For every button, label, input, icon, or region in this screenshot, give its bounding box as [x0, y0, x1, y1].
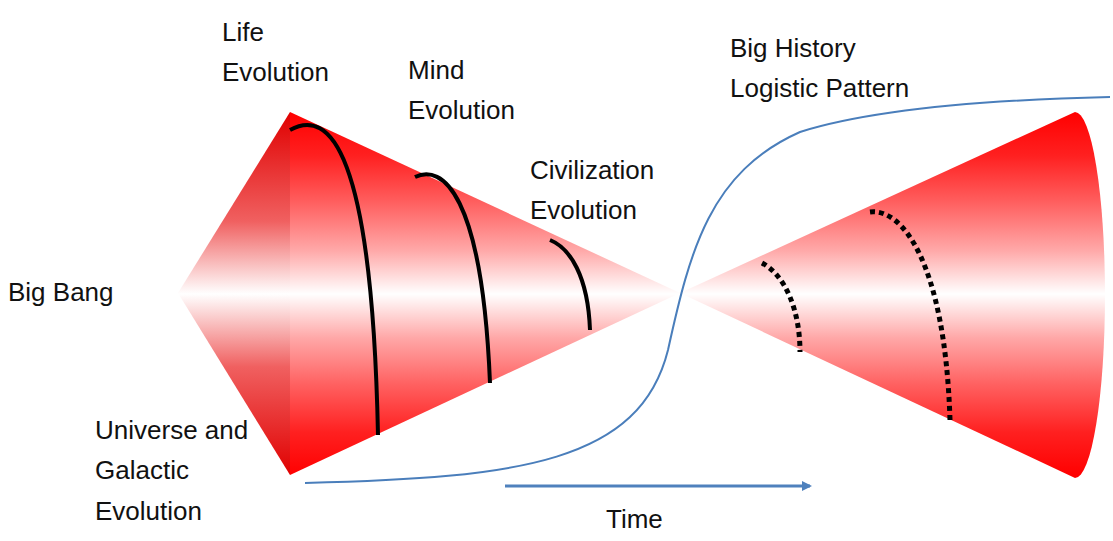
civilization-arc	[550, 240, 590, 330]
stage-label: Life Evolution	[222, 12, 352, 93]
future-arc	[870, 212, 950, 420]
origin-label: Big Bang	[8, 272, 168, 312]
stage-label: Civilization Evolution	[530, 150, 680, 231]
logistic-curve	[305, 97, 1110, 483]
stage-label: Universe and Galactic Evolution	[95, 410, 270, 531]
left-cone	[290, 112, 680, 475]
future-arc	[762, 263, 800, 352]
stage-label: Mind Evolution	[408, 50, 528, 131]
life-arc	[290, 125, 378, 435]
mind-arc	[415, 174, 490, 383]
axis-label: Time	[606, 499, 726, 539]
time-arrow	[505, 485, 810, 488]
curve-label: Big History Logistic Pattern	[730, 28, 930, 109]
right-cone	[680, 112, 1105, 478]
